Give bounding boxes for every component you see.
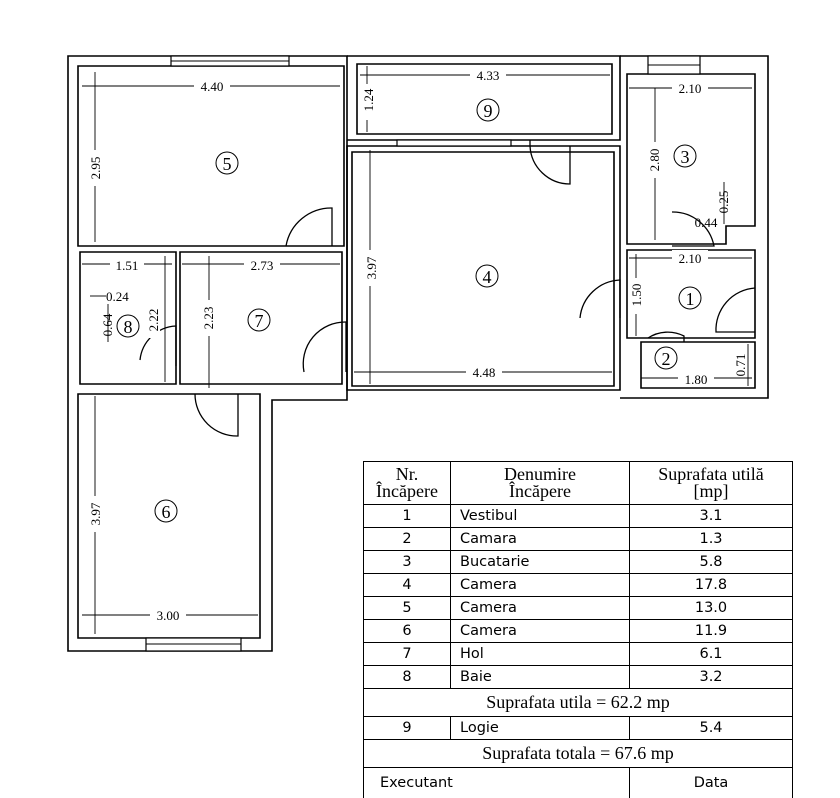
row-nr: 1 <box>363 504 451 528</box>
row-area: 5.8 <box>629 550 793 574</box>
row-nr: 7 <box>363 642 451 666</box>
dim-room8-height: 2.22 <box>146 309 161 332</box>
row-area: 13.0 <box>629 596 793 620</box>
dim-room7-height: 2.23 <box>201 307 216 330</box>
dim-room5-height: 2.95 <box>88 157 103 180</box>
header-nr-line1: Nr. <box>395 464 419 484</box>
row-area: 17.8 <box>629 573 793 597</box>
dim-room1-height: 1.50 <box>629 284 644 307</box>
dim-room8-niche: 0.64 <box>100 313 115 336</box>
room-label-7: 7 <box>255 311 264 331</box>
table-row: 9 Logie 5.4 <box>363 716 793 740</box>
dim-room2-height: 0.71 <box>733 354 748 377</box>
row-name: Camera <box>450 573 630 597</box>
grand-total-row: Suprafata totala = 67.6 mp <box>363 739 793 768</box>
dim-room9-width: 4.33 <box>477 68 500 83</box>
row-name: Camera <box>450 596 630 620</box>
dim-room3-width: 2.10 <box>679 81 702 96</box>
row-name: Camara <box>450 527 630 551</box>
row-name: Bucatarie <box>450 550 630 574</box>
header-nr: Nr.Încăpere <box>363 461 451 505</box>
dim-room6-height: 3.97 <box>88 502 103 525</box>
header-name-line1: Denumire <box>504 464 576 484</box>
row-name: Vestibul <box>450 504 630 528</box>
room-label-1: 1 <box>686 289 695 309</box>
room-label-4: 4 <box>483 267 492 287</box>
dim-room8-width: 1.51 <box>116 258 139 273</box>
footer-executant: Executant <box>363 767 630 798</box>
dim-room3-niche-h: 0.25 <box>716 191 731 214</box>
doors <box>139 140 756 437</box>
room-label-3: 3 <box>681 147 690 167</box>
row-name: Camera <box>450 619 630 643</box>
room-label-8: 8 <box>124 317 133 337</box>
footer-data: Data <box>629 767 793 798</box>
room-numbers: 1 2 3 4 5 6 7 8 9 <box>116 98 702 523</box>
room-label-6: 6 <box>162 502 171 522</box>
row-area: 11.9 <box>629 619 793 643</box>
dim-room3-niche-w: 0.44 <box>695 215 718 230</box>
dim-room4-width: 4.48 <box>473 365 496 380</box>
row-name: Hol <box>450 642 630 666</box>
footer-row: Executant Data <box>363 767 793 798</box>
dim-room3-height: 2.80 <box>647 149 662 172</box>
dim-room2-width: 1.80 <box>685 372 708 387</box>
row-name: Baie <box>450 665 630 689</box>
dim-room7-width: 2.73 <box>251 258 274 273</box>
dim-room8-offset: 0.24 <box>106 289 129 304</box>
dim-room4-height: 3.97 <box>364 256 379 279</box>
row-area: 3.1 <box>629 504 793 528</box>
useful-total: Suprafata utila = 62.2 mp <box>363 688 793 717</box>
row-nr: 9 <box>363 716 451 740</box>
dim-room5-width: 4.40 <box>201 79 224 94</box>
row-nr: 8 <box>363 665 451 689</box>
header-area: Suprafata utilă[mp] <box>629 461 793 505</box>
row-nr: 3 <box>363 550 451 574</box>
row-nr: 6 <box>363 619 451 643</box>
row-area: 6.1 <box>629 642 793 666</box>
row-area: 3.2 <box>629 665 793 689</box>
grand-total: Suprafata totala = 67.6 mp <box>363 739 793 768</box>
room-label-2: 2 <box>662 349 671 369</box>
dim-room1-width: 2.10 <box>679 251 702 266</box>
room-label-5: 5 <box>223 154 232 174</box>
useful-total-row: Suprafata utila = 62.2 mp <box>363 688 793 717</box>
header-area-line2: [mp] <box>693 481 729 501</box>
row-area: 5.4 <box>629 716 793 740</box>
row-area: 1.3 <box>629 527 793 551</box>
dim-room6-width: 3.00 <box>157 608 180 623</box>
row-name: Logie <box>450 716 630 740</box>
row-nr: 5 <box>363 596 451 620</box>
row-nr: 2 <box>363 527 451 551</box>
dim-room9-depth: 1.24 <box>361 88 376 111</box>
header-nr-line2: Încăpere <box>376 481 438 501</box>
room-label-9: 9 <box>484 101 493 121</box>
row-nr: 4 <box>363 573 451 597</box>
header-name-line2: Încăpere <box>509 481 571 501</box>
dimension-labels: 4.40 2.95 4.33 1.24 2.10 2.80 0.25 0.44 … <box>87 67 748 623</box>
windows <box>145 55 701 652</box>
header-area-line1: Suprafata utilă <box>658 464 764 484</box>
